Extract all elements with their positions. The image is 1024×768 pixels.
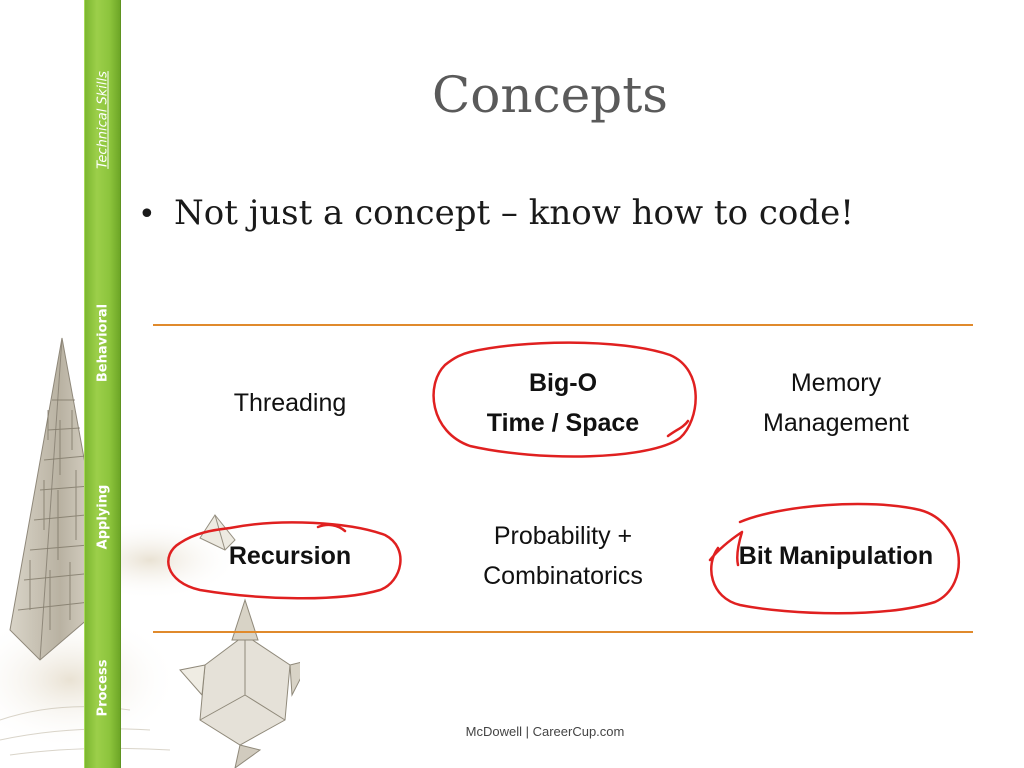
table-top-rule	[153, 324, 973, 326]
cell-threading: Threading	[155, 383, 425, 423]
nav-item-applying[interactable]: Applying	[95, 484, 110, 550]
cell-line: Threading	[233, 389, 347, 417]
cell-probability: Probability + Combinatorics	[428, 516, 698, 596]
nav-item-behavioral[interactable]: Behavioral	[95, 303, 110, 383]
section-nav: Technical Skills Behavioral Applying Pro…	[84, 0, 121, 768]
cell-line: Combinatorics	[483, 562, 643, 590]
nav-item-process[interactable]: Process	[95, 659, 110, 717]
cell-line: Big-O	[528, 369, 598, 397]
cell-line: Time / Space	[486, 409, 640, 437]
bullet-marker: •	[138, 197, 156, 232]
cell-line: Memory	[790, 369, 882, 397]
cell-line: Bit Manipulation	[738, 542, 934, 570]
table-bottom-rule	[153, 631, 973, 633]
cell-line: Management	[763, 409, 909, 437]
cell-big-o: Big-O Time / Space	[428, 363, 698, 443]
cell-bit-manipulation: Bit Manipulation	[701, 536, 971, 576]
cell-recursion: Recursion	[155, 536, 425, 576]
sketch-illustration	[0, 337, 300, 768]
nav-item-technical-skills[interactable]: Technical Skills	[95, 71, 110, 169]
bullet-item: • Not just a concept – know how to code!	[138, 193, 854, 233]
slide-title: Concepts	[432, 66, 668, 124]
cell-line: Probability +	[493, 522, 633, 550]
bullet-text: Not just a concept – know how to code!	[174, 193, 854, 233]
footer-credit: McDowell | CareerCup.com	[465, 724, 625, 739]
cell-line: Recursion	[228, 542, 352, 570]
